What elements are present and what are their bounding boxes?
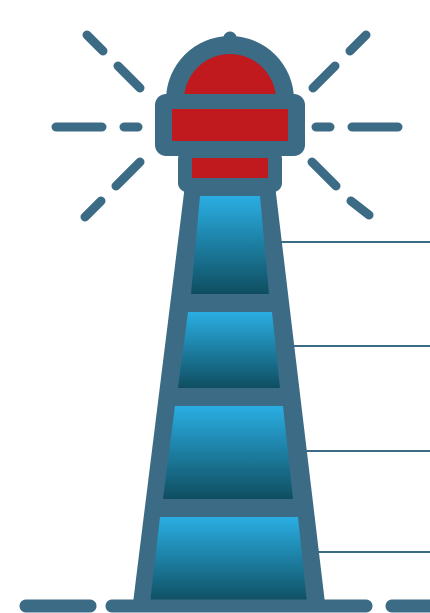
lantern <box>155 36 305 192</box>
ray-upper-left-inner <box>118 66 140 88</box>
ray-upper-left-outer <box>87 35 103 51</box>
lantern-band-red <box>172 109 288 141</box>
tower-segment-3 <box>163 406 293 499</box>
tower-segment-4 <box>150 517 307 603</box>
tower-segment-2 <box>178 312 280 388</box>
lantern-base-red <box>192 158 268 178</box>
ray-lower-right-inner <box>312 162 336 186</box>
ray-upper-right-inner <box>313 66 335 88</box>
ray-lower-left-inner <box>116 162 140 186</box>
tower-segment-1 <box>191 196 269 294</box>
ray-lower-right-outer <box>351 201 369 215</box>
ray-lower-left-outer <box>85 201 101 217</box>
ray-upper-right-outer <box>350 35 366 51</box>
